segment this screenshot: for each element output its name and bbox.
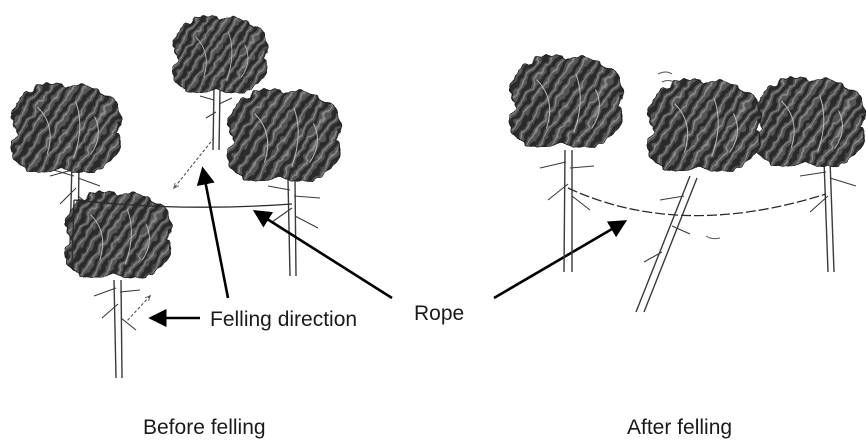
rope-arrow-right — [494, 222, 624, 298]
felling-indicator-bottom — [126, 296, 150, 322]
rope-arrow-left — [256, 212, 392, 298]
rope-label: Rope — [414, 302, 464, 325]
tree-right — [228, 91, 340, 276]
rope-after — [568, 188, 826, 216]
tree-bottom-left — [65, 193, 170, 378]
before-felling-caption: Before felling — [143, 416, 266, 439]
after-felling-caption: After felling — [627, 416, 732, 439]
felling-direction-label: Felling direction — [210, 308, 357, 331]
felling-direction-arrow-2 — [203, 170, 228, 298]
tree-after-left — [510, 57, 622, 272]
tree-after-falling — [636, 72, 760, 312]
tree-after-right — [755, 79, 864, 272]
felling-indicator-top — [174, 138, 214, 188]
